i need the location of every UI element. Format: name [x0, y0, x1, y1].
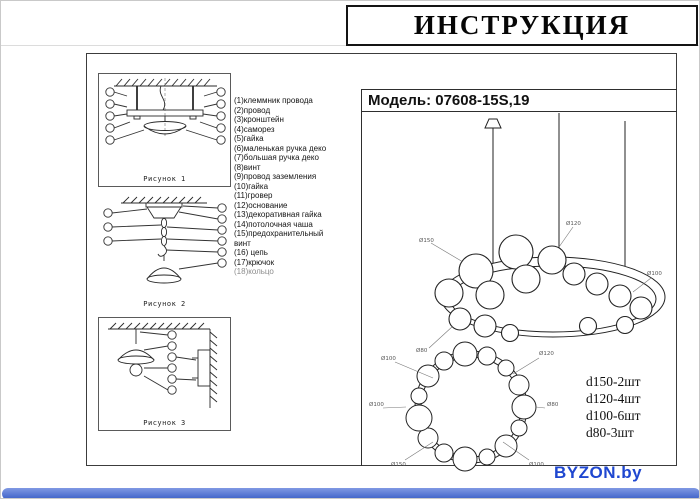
- part-item: (14)потолочная чаша: [234, 219, 313, 229]
- dimension-label: Ø150: [419, 237, 434, 244]
- bottom-bar: [2, 488, 699, 498]
- part-item: (7)большая ручка деко: [234, 153, 319, 162]
- model-label: Модель: 07608-15S,19: [368, 92, 530, 109]
- part-item: (18)кольцо: [234, 267, 274, 276]
- parts-list: (1)клеммник провода (2)провод (3)кронште…: [234, 96, 342, 277]
- part-item: (10)гайка: [234, 181, 269, 191]
- part-item: (5)гайка: [234, 134, 264, 143]
- figure-1-panel: Рисунок 1: [98, 73, 231, 187]
- spec-item: d80-3шт: [586, 425, 634, 440]
- spec-item: d100-6шт: [586, 408, 641, 423]
- part-item: (11)гровер: [234, 191, 273, 200]
- dimension-label: Ø80: [547, 401, 559, 408]
- part-item: (4)саморез: [234, 124, 275, 134]
- dimension-label: Ø150: [391, 461, 406, 468]
- part-item: (2)провод: [234, 105, 271, 115]
- part-item: (3)кронштейн: [234, 115, 284, 124]
- model-panel: [361, 89, 677, 466]
- figure-2-panel: Рисунок 2: [98, 193, 231, 311]
- part-item: (17)крючок: [234, 257, 275, 267]
- dimension-label: Ø100: [369, 401, 384, 408]
- dimension-label: Ø100: [647, 270, 662, 277]
- part-item: (1)клеммник провода: [234, 96, 313, 105]
- page-title: ИНСТРУКЦИЯ: [413, 10, 631, 40]
- part-item: (8)винт: [234, 162, 261, 172]
- brand-logo: BYZON.by: [554, 463, 643, 482]
- dimension-label: Ø80: [416, 347, 428, 354]
- model-header: Модель: 07608-15S,19: [362, 90, 677, 112]
- dimension-label: Ø120: [566, 220, 581, 227]
- part-item: (9)провод заземления: [234, 172, 317, 181]
- part-item: (12)основание: [234, 200, 288, 210]
- dimension-label: Ø100: [381, 355, 396, 362]
- chandelier-drawing: Ø150 Ø120 Ø100 Ø80 Ø100 Ø120 Ø100 Ø80 Ø1…: [369, 113, 666, 472]
- part-item: (6)маленькая ручка деко: [234, 143, 327, 153]
- figure-3-caption: Рисунок 3: [143, 419, 186, 427]
- part-item: (13)декоративная гайка: [234, 210, 322, 219]
- dimension-label: Ø100: [529, 461, 544, 468]
- spec-item: d150-2шт: [586, 374, 641, 389]
- figure-2-caption: Рисунок 2: [143, 300, 186, 308]
- figure-1-drawing: [105, 78, 226, 145]
- title-box: ИНСТРУКЦИЯ: [346, 5, 698, 46]
- figure-1-caption: Рисунок 1: [143, 175, 186, 183]
- specs-list: d150-2шт d120-4шт d100-6шт d80-3шт: [586, 373, 672, 441]
- spec-item: d120-4шт: [586, 391, 641, 406]
- part-item: (15)предохранительный винт: [234, 229, 324, 248]
- figure-3-drawing: [108, 322, 218, 408]
- part-item: (16) цепь: [234, 248, 268, 257]
- figure-3-panel: Рисунок 3: [98, 317, 231, 431]
- figure-2-drawing: [103, 196, 227, 284]
- dimension-label: Ø120: [539, 350, 554, 357]
